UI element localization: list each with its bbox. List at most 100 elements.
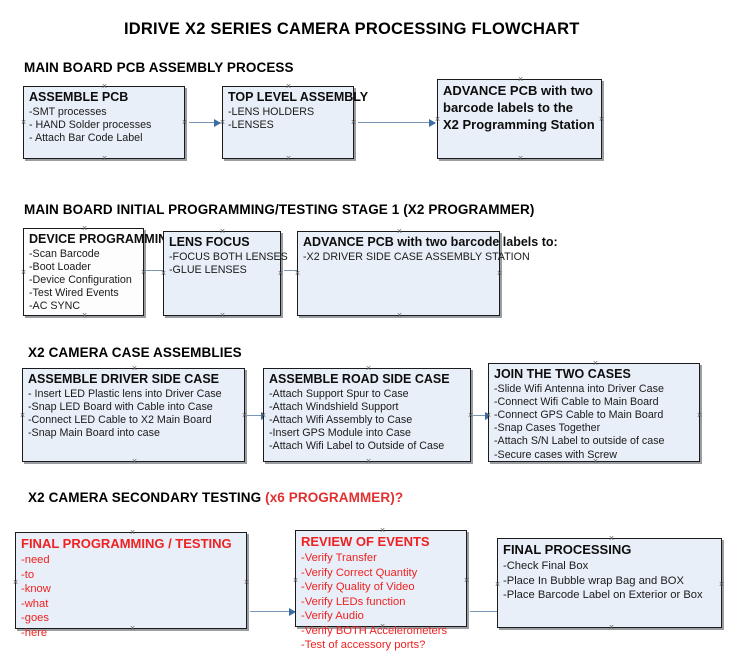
node-header: LENS FOCUS [169, 235, 250, 249]
handle-left-icon[interactable] [292, 577, 299, 584]
handle-left-icon[interactable] [294, 270, 301, 277]
node-line: -AC SYNC [29, 300, 81, 313]
node-header: ADVANCE PCB with two [443, 83, 593, 98]
handle-right-icon[interactable] [277, 270, 284, 277]
handle-right-icon[interactable] [181, 119, 188, 126]
node-lens-focus[interactable]: LENS FOCUS -FOCUS BOTH LENSES -GLUE LENS… [160, 228, 288, 319]
node-line: -Slide Wifi Antenna into Driver Case [494, 382, 664, 395]
node-top-level-assembly[interactable]: TOP LEVEL ASSEMBLY -LENS HOLDERS -LENSES [222, 83, 369, 162]
node-review-of-events[interactable]: REVIEW OF EVENTS -Verify Transfer -Verif… [292, 527, 470, 651]
node-line: -Snap Main Board into case [28, 427, 160, 440]
node-assemble-driver-side-case[interactable]: ASSEMBLE DRIVER SIDE CASE - Insert LED P… [22, 368, 245, 462]
handle-top-icon[interactable] [101, 83, 108, 90]
handle-top-icon[interactable] [517, 76, 524, 83]
handle-top-icon[interactable] [285, 83, 292, 90]
node-line: - HAND Solder processes [29, 118, 152, 131]
handle-right-icon[interactable] [696, 412, 703, 419]
node-final-programming-testing[interactable]: FINAL PROGRAMMING / TESTING -need -to -k… [12, 529, 250, 639]
node-header: TOP LEVEL ASSEMBLY [228, 90, 369, 104]
handle-right-icon[interactable] [718, 581, 725, 588]
node-line-overflow: -Test of accessory ports? [301, 639, 426, 651]
node-line: -Boot Loader [29, 260, 91, 273]
section-title-text: MAIN BOARD INITIAL PROGRAMMING/TESTING S… [24, 202, 535, 217]
section-title-text: X2 CAMERA CASE ASSEMBLIES [28, 345, 242, 360]
handle-bottom-icon[interactable] [608, 624, 615, 631]
node-header: JOIN THE TWO CASES [494, 367, 631, 381]
handle-bottom-icon[interactable] [131, 458, 138, 465]
handle-right-icon[interactable] [243, 579, 250, 586]
node-assemble-road-side-case[interactable]: ASSEMBLE ROAD SIDE CASE -Attach Support … [263, 368, 471, 462]
node-line: -to [21, 568, 35, 581]
handle-top-icon[interactable] [131, 365, 138, 372]
node-line: -Insert GPS Module into Case [269, 427, 411, 440]
node-join-the-two-cases[interactable]: JOIN THE TWO CASES -Slide Wifi Antenna i… [488, 363, 700, 462]
node-header: REVIEW OF EVENTS [301, 534, 430, 549]
node-line: -Verify Audio [301, 610, 364, 622]
node-device-programming[interactable]: DEVICE PROGRAMMING -Scan Barcode -Boot L… [20, 225, 177, 316]
node-header: FINAL PROGRAMMING / TESTING [21, 536, 232, 551]
connector-top-level-assembly-to-advance-pcb [358, 118, 436, 127]
handle-top-icon[interactable] [608, 535, 615, 542]
node-line: -Snap Cases Together [494, 422, 601, 435]
node-assemble-pcb[interactable]: ASSEMBLE PCB -SMT processes - HAND Solde… [23, 86, 185, 159]
node-line: -LENS HOLDERS [228, 105, 315, 118]
handle-left-icon[interactable] [494, 581, 501, 588]
handle-right-icon[interactable] [463, 577, 470, 584]
node-line: - Attach Bar Code Label [29, 131, 143, 144]
handle-right-icon[interactable] [496, 270, 503, 277]
handle-top-icon[interactable] [592, 360, 599, 367]
handle-bottom-icon[interactable] [101, 155, 108, 162]
node-line: -Place Barcode Label on Exterior or Box [503, 589, 703, 601]
handle-bottom-icon[interactable] [219, 312, 226, 319]
node-line: -Scan Barcode [29, 247, 100, 260]
page-title: IDRIVE X2 SERIES CAMERA PROCESSING FLOWC… [124, 20, 580, 38]
section-title-text: MAIN BOARD PCB ASSEMBLY PROCESS [24, 60, 294, 75]
node-advance-pcb-to-driver-side-case[interactable]: ADVANCE PCB with two barcode labels to: … [294, 228, 558, 319]
handle-top-icon[interactable] [379, 527, 386, 534]
node-line: -what [21, 597, 49, 610]
node-line: -Secure cases with Screw [494, 448, 617, 461]
handle-top-icon[interactable] [219, 228, 226, 235]
handle-left-icon[interactable] [20, 269, 27, 276]
handle-bottom-icon[interactable] [396, 312, 403, 319]
node-advance-pcb-to-x2-programming-station[interactable]: ADVANCE PCB with two barcode labels to t… [437, 79, 602, 159]
node-line: -Verify Transfer [301, 552, 377, 564]
node-line: - Insert LED Plastic lens into Driver Ca… [28, 387, 222, 400]
node-line: -SMT processes [29, 105, 107, 118]
handle-top-icon[interactable] [129, 529, 136, 536]
node-header: ADVANCE PCB with two barcode labels to: [303, 235, 558, 249]
node-final-processing[interactable]: FINAL PROCESSING -Check Final Box -Place… [497, 538, 722, 628]
connector-final-programming-to-review-of-events [250, 607, 296, 616]
node-header: DEVICE PROGRAMMING [29, 232, 177, 246]
handle-top-icon[interactable] [396, 228, 403, 235]
handle-bottom-icon[interactable] [285, 155, 292, 162]
node-line: -Verify Quality of Video [301, 581, 415, 593]
handle-top-icon[interactable] [81, 225, 88, 232]
node-line: -know [21, 583, 51, 595]
handle-left-icon[interactable] [160, 270, 167, 277]
handle-left-icon[interactable] [19, 412, 26, 419]
node-line: -Place In Bubble wrap Bag and BOX [503, 574, 684, 587]
node-line: -LENSES [228, 118, 274, 131]
node-line: X2 Programming Station [443, 117, 595, 132]
node-line: -Connect Wifi Cable to Main Board [494, 395, 659, 408]
node-line: -Verify LEDs function [301, 595, 406, 608]
section-title-accent: (x6 PROGRAMMER)? [265, 490, 404, 505]
node-line: -Verify Correct Quantity [301, 566, 418, 579]
handle-top-icon[interactable] [365, 365, 372, 372]
connector-assemble-pcb-to-top-level-assembly [189, 118, 221, 127]
node-line: -Device Configuration [29, 273, 132, 286]
node-line: barcode labels to the [443, 100, 574, 115]
node-header: ASSEMBLE PCB [29, 90, 129, 104]
handle-bottom-icon[interactable] [365, 458, 372, 465]
node-line: -Attach Windshield Support [269, 400, 399, 413]
handle-right-icon[interactable] [350, 119, 357, 126]
node-line: -Connect GPS Cable to Main Board [494, 408, 664, 421]
handle-bottom-icon[interactable] [517, 155, 524, 162]
section-title-main-board-initial-programming: MAIN BOARD INITIAL PROGRAMMING/TESTING S… [24, 202, 534, 217]
handle-left-icon[interactable] [20, 119, 27, 126]
section-title-text: X2 CAMERA SECONDARY TESTING [28, 490, 266, 505]
node-line: -Verify BOTH Accelerometers [301, 624, 448, 637]
handle-left-icon[interactable] [12, 579, 19, 586]
handle-right-icon[interactable] [598, 116, 605, 123]
